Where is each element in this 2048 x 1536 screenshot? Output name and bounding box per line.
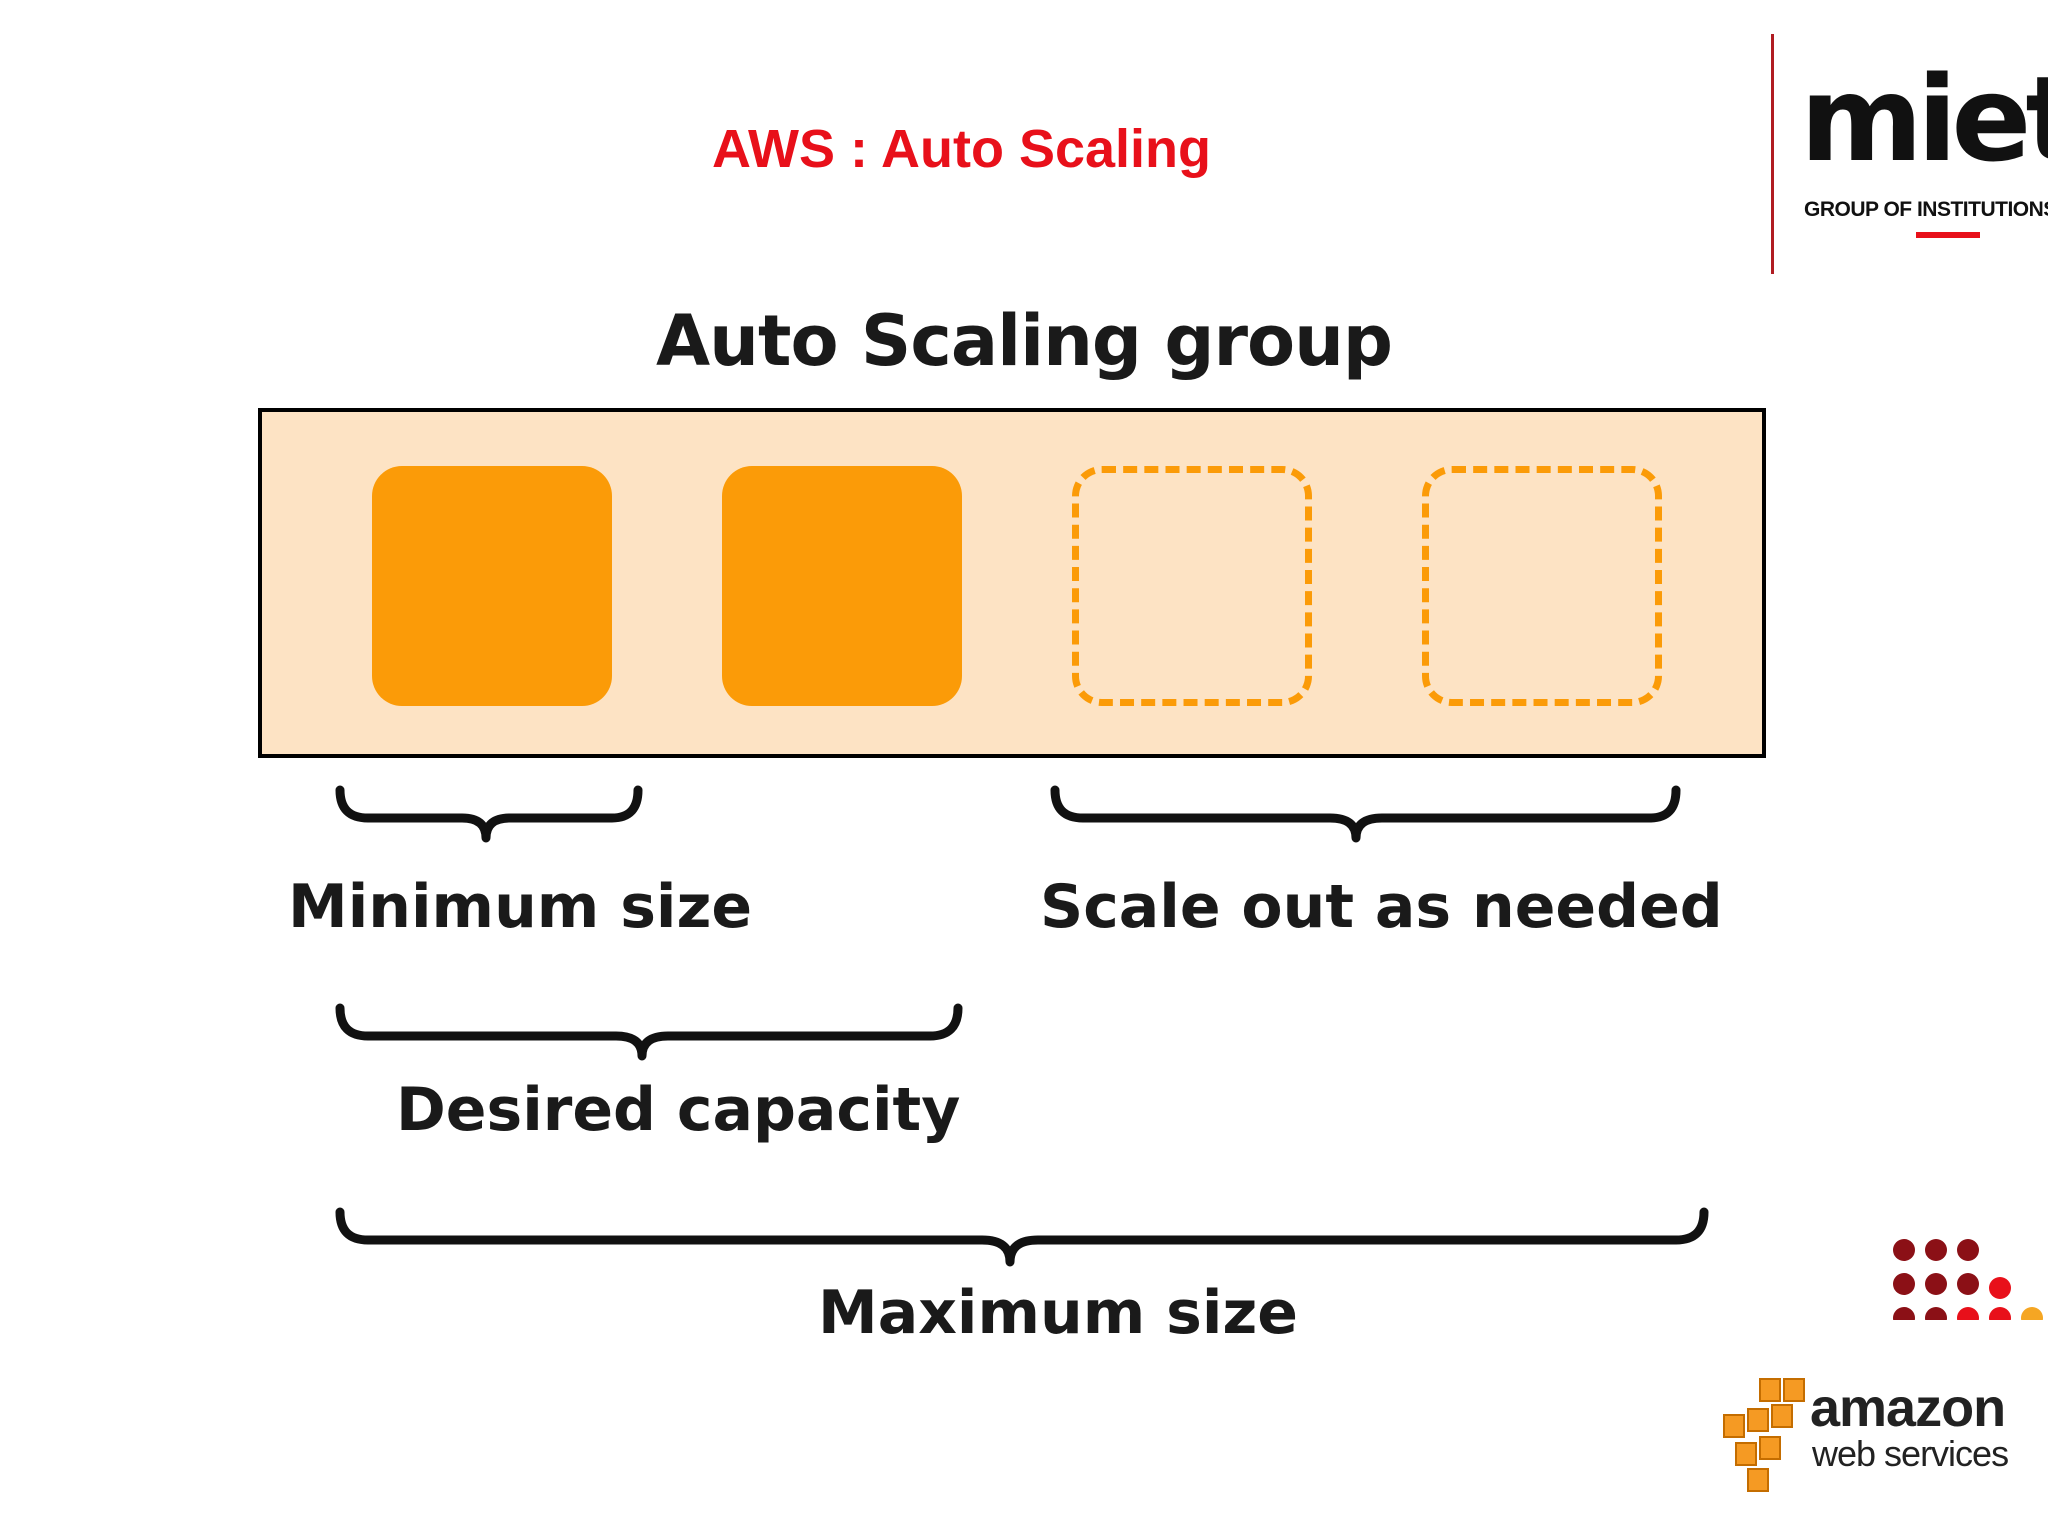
label-minimum-size: Minimum size (288, 872, 753, 942)
slide-title: AWS : Auto Scaling (712, 119, 1211, 179)
auto-scaling-group-box (258, 408, 1766, 758)
decorative-dots (1893, 1239, 2043, 1320)
institute-logo-wordmark: miet (1800, 50, 2048, 188)
instance-running (372, 466, 612, 706)
brace-scale-out (1050, 785, 1681, 843)
brace-maximum (335, 1207, 1709, 1267)
instance-running (722, 466, 962, 706)
brace-minimum (335, 785, 643, 843)
institute-logo-underline (1916, 232, 1980, 238)
diagram-heading: Auto Scaling group (656, 300, 1393, 382)
instance-pending (1072, 466, 1312, 706)
institute-logo: miet GROUP OF INSTITUTIONS (1800, 50, 2048, 250)
aws-cubes-icon (1723, 1378, 1805, 1492)
brace-desired (335, 1003, 963, 1061)
label-maximum-size: Maximum size (818, 1278, 1298, 1348)
logo-divider (1771, 34, 1774, 274)
aws-logo: amazon web services (1720, 1375, 2030, 1495)
instance-pending (1422, 466, 1662, 706)
institute-logo-tagline: GROUP OF INSTITUTIONS (1804, 198, 2048, 221)
aws-logo-amazon: amazon (1810, 1378, 2006, 1438)
aws-logo-web-services: web services (1812, 1433, 2009, 1474)
label-desired-capacity: Desired capacity (396, 1075, 961, 1145)
label-scale-out: Scale out as needed (1040, 872, 1723, 942)
